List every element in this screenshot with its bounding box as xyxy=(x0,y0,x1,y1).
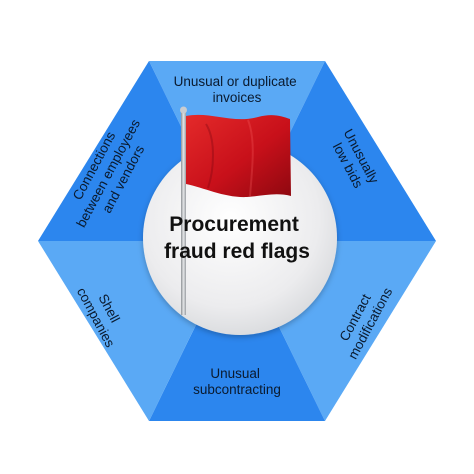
red-flag-icon xyxy=(180,106,291,315)
center-title: Procurement fraud red flags xyxy=(164,213,310,263)
segment-label-bottom: Unusual subcontracting xyxy=(193,366,281,397)
segment-label-top: Unusual or duplicate invoices xyxy=(174,74,301,105)
